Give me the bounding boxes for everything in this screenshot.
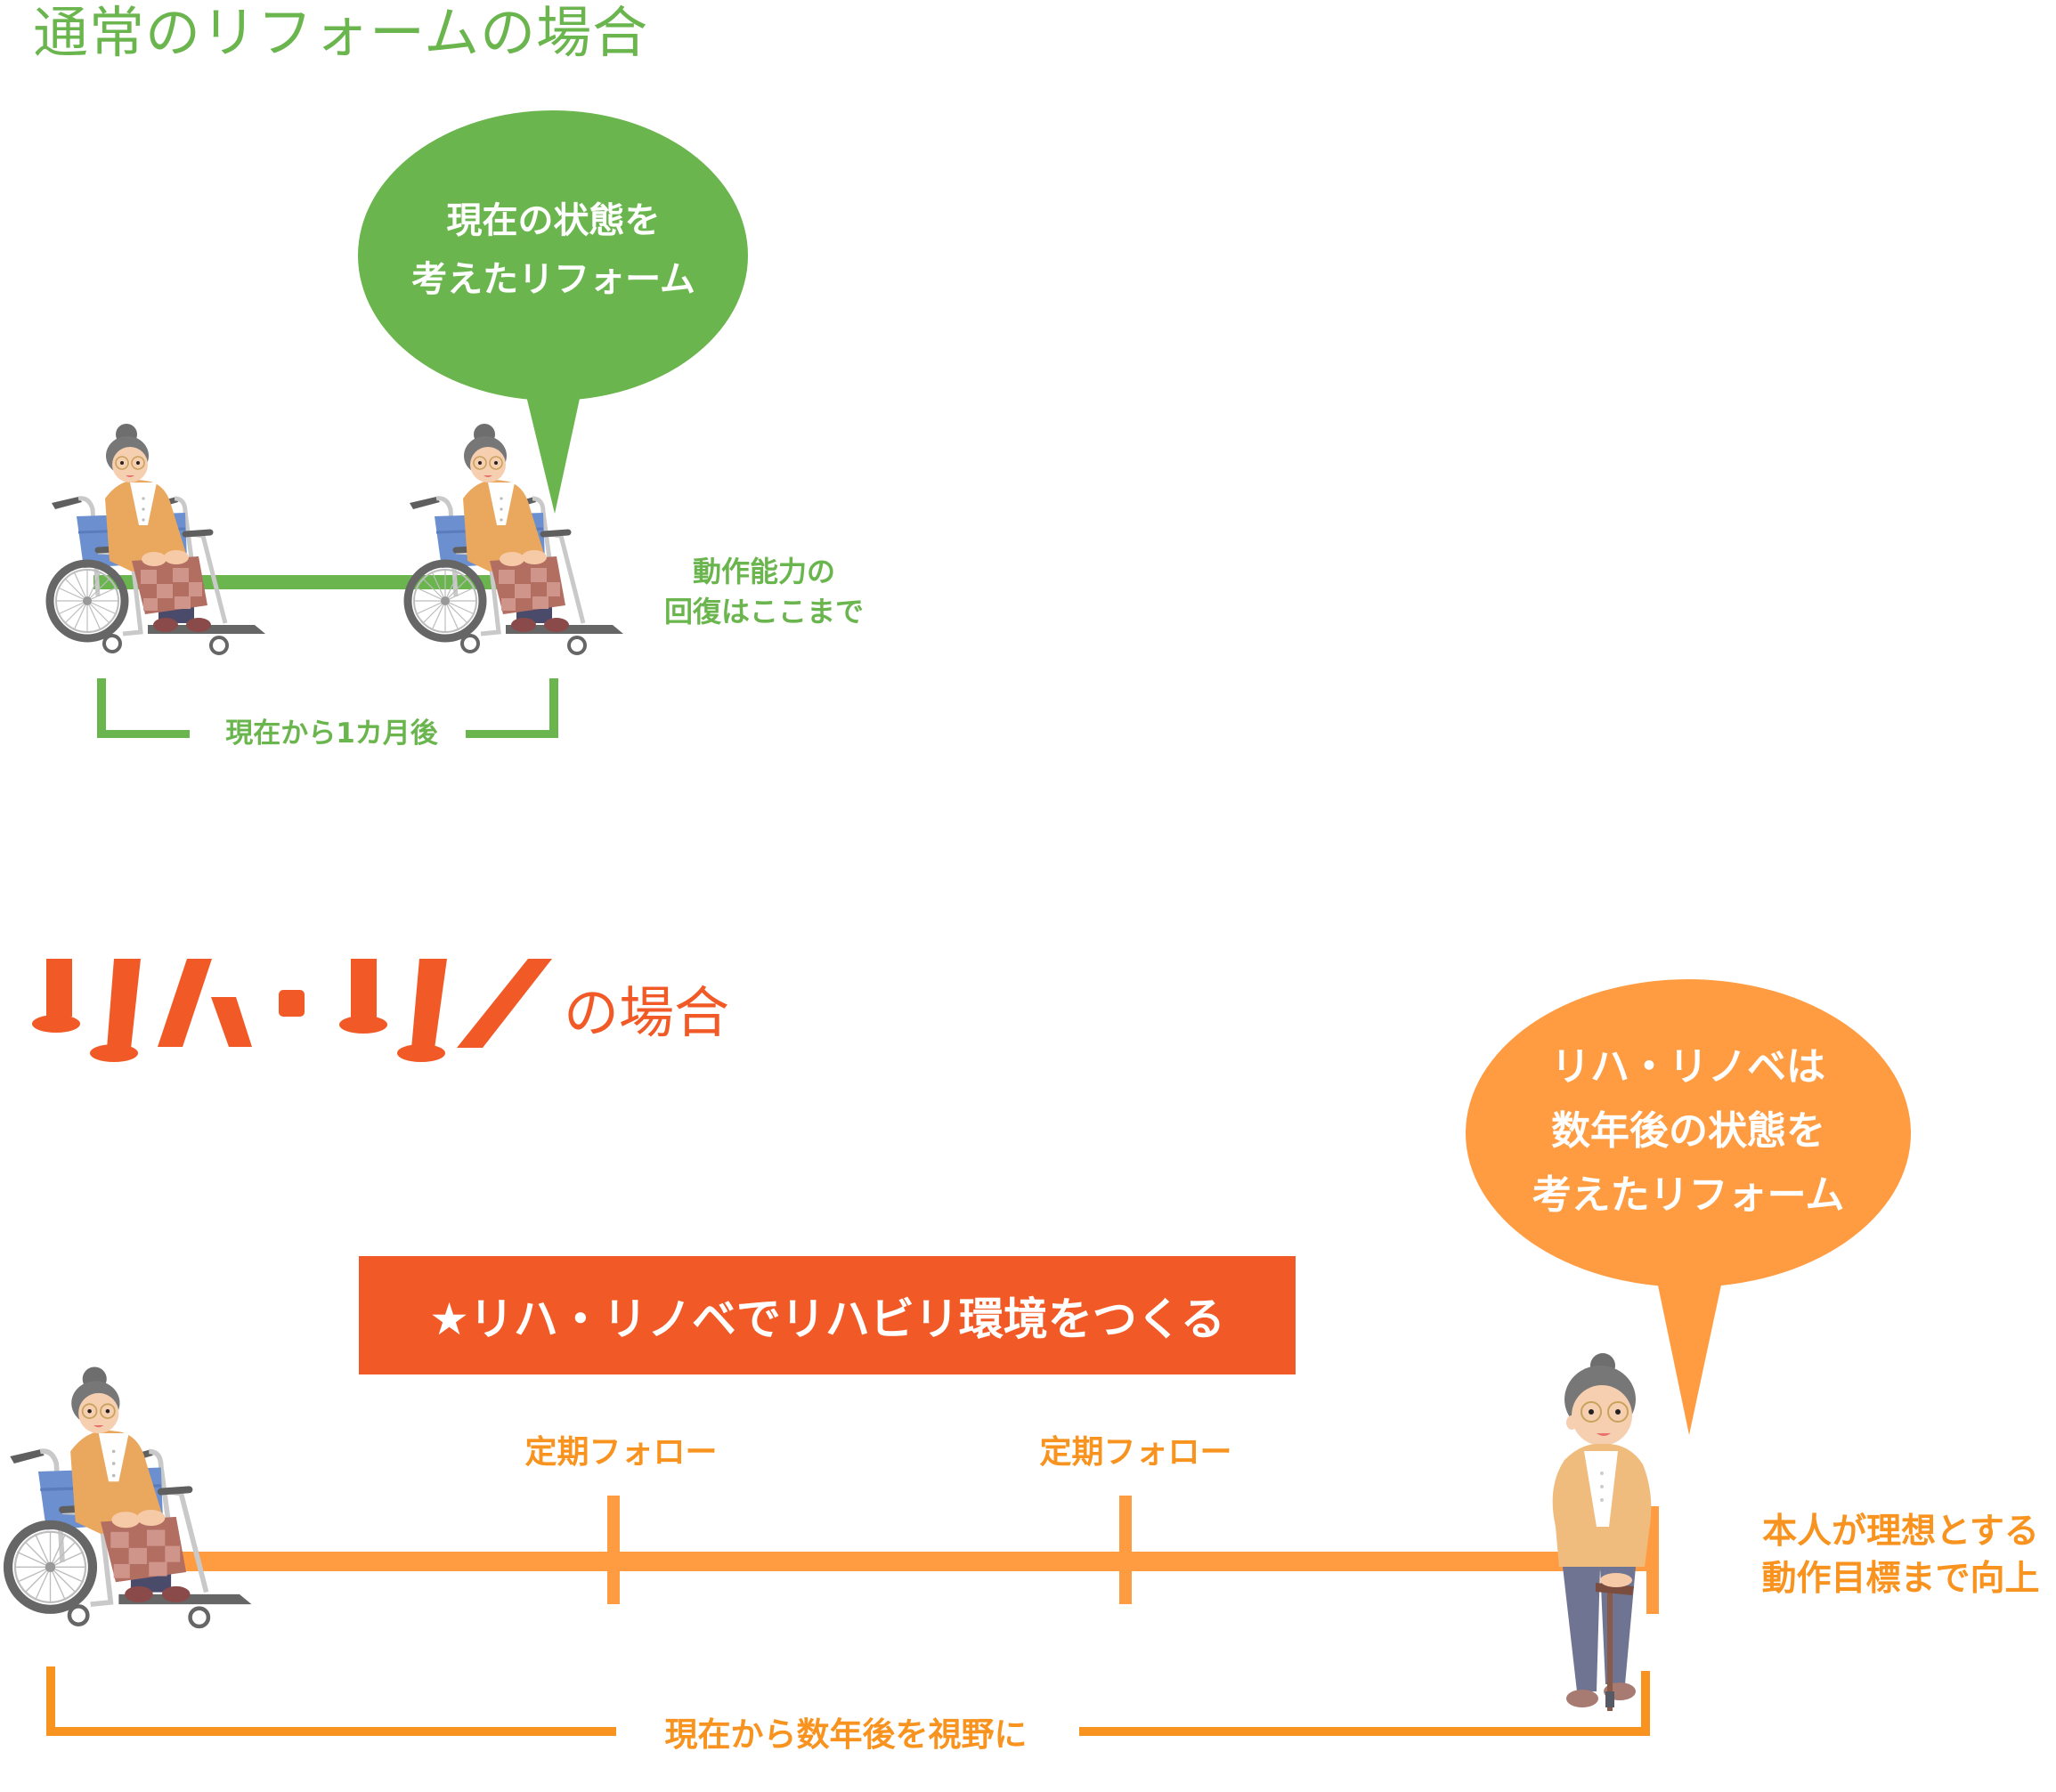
speech-bubble-normal	[358, 110, 748, 514]
goal-tick	[1646, 1506, 1659, 1614]
timespan-label-rihareno: 現在から数年後を視野に	[664, 1715, 1028, 1754]
bubble-line-2: 数年後の状態を	[1551, 1108, 1825, 1154]
timespan-bracket-normal	[97, 678, 558, 738]
wheelchair-person-after-month	[408, 424, 623, 653]
recovery-note-line-2: 回復はここまで	[663, 595, 864, 628]
milestone-label-2: 定期フォロー	[1039, 1434, 1232, 1471]
standing-person-with-cane	[1551, 1352, 1653, 1712]
goal-note-line-2: 動作目標まで向上	[1761, 1559, 2040, 1599]
goal-note-line-1: 本人が理想とする	[1762, 1512, 2039, 1552]
recovery-note-line-1: 動作能力の	[692, 555, 835, 588]
recovery-limit-note: 動作能力の 回復はここまで	[648, 552, 880, 632]
timespan-bracket-rihareno	[46, 1666, 1650, 1736]
wheelchair-person-current	[50, 424, 265, 653]
bubble-line-1: リハ・リノベは	[1551, 1044, 1825, 1090]
speech-bubble-normal-text: 現在の状態を 考えたリフォーム	[359, 191, 748, 309]
goal-note: 本人が理想とする 動作目標まで向上	[1747, 1508, 2054, 1602]
progress-line-normal	[93, 575, 557, 589]
speech-bubble-rihareno-text: リハ・リノベは 数年後の状態を 考えたリフォーム	[1466, 1035, 1911, 1228]
milestone-tick-2	[1119, 1496, 1132, 1604]
rihabili-environment-banner: ★リハ・リノベでリハビリ環境をつくる	[359, 1256, 1296, 1374]
timespan-label-normal: 現在から1カ月後	[225, 718, 438, 750]
rihareno-logo	[32, 959, 552, 1062]
milestone-tick-1	[607, 1496, 620, 1604]
speech-bubble-rihareno	[1466, 979, 1911, 1435]
banner-text: ★リハ・リノベでリハビリ環境をつくる	[429, 1293, 1225, 1345]
progress-line-rihareno	[142, 1552, 1656, 1571]
section-title-suffix: の場合	[564, 980, 730, 1045]
bubble-line-3: 考えたリフォーム	[1532, 1172, 1845, 1218]
milestone-label-1: 定期フォロー	[524, 1434, 718, 1471]
section-title-normal-reform: 通常のリフォームの場合	[33, 0, 649, 65]
wheelchair-person-start	[8, 1366, 251, 1626]
bubble-line-1: 現在の状態を	[446, 200, 661, 241]
bubble-line-2: 考えたリフォーム	[411, 259, 695, 300]
